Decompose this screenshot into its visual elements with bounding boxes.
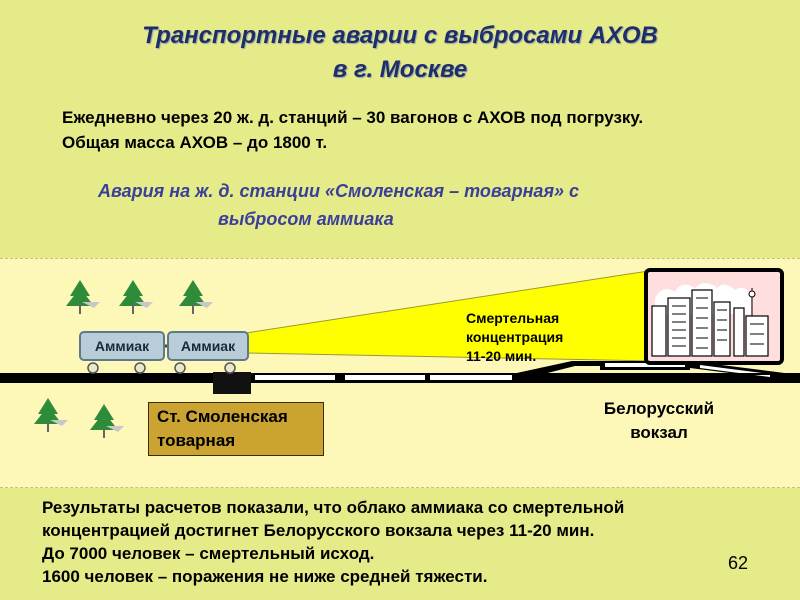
- results-line1: Результаты расчетов показали, что облако…: [42, 498, 625, 517]
- wheel-icon: [87, 362, 99, 374]
- deadly-line2: концентрация: [466, 329, 564, 345]
- scene-illustration: [0, 268, 800, 438]
- accident-line1: Авария на ж. д. станции «Смоленская – то…: [98, 181, 580, 201]
- deadly-concentration-label: Смертельная концентрация 11-20 мин.: [466, 309, 606, 366]
- wagon-ammonia-2: Аммиак: [167, 331, 249, 361]
- wheel-icon: [174, 362, 186, 374]
- station-label-line1: Ст. Смоленская: [157, 407, 288, 426]
- results-line4: 1600 человек – поражения не ниже средней…: [42, 567, 488, 586]
- destination-line1: Белорусский: [603, 399, 715, 418]
- slide-title-line2: в г. Москве: [332, 56, 468, 83]
- wagon-icon: [87, 344, 236, 374]
- tree-icon: [179, 280, 213, 314]
- intro-line2: Общая масса АХОВ – до 1800 т.: [62, 133, 328, 152]
- station-platform: [213, 372, 251, 394]
- intro-line1: Ежедневно через 20 ж. д. станций – 30 ва…: [62, 108, 644, 127]
- railway-track: [0, 361, 800, 383]
- tree-icon: [66, 280, 100, 314]
- tree-icon: [90, 404, 124, 438]
- accident-heading: Авария на ж. д. станции «Смоленская – то…: [98, 177, 718, 233]
- wagon-ammonia-1: Аммиак: [79, 331, 165, 361]
- tree-icon: [34, 398, 68, 432]
- destination-line2: вокзал: [630, 423, 688, 442]
- deadly-line1: Смертельная: [466, 310, 560, 326]
- tree-icon: [119, 280, 153, 314]
- wheel-icon: [224, 362, 236, 374]
- results-text: Результаты расчетов показали, что облако…: [42, 496, 742, 588]
- accident-line2: выбросом аммиака: [218, 209, 394, 229]
- wheel-icon: [134, 362, 146, 374]
- city-icon: [644, 268, 784, 365]
- results-line2: концентрацией достигнет Белорусского вок…: [42, 521, 595, 540]
- station-label: Ст. Смоленская товарная: [148, 402, 324, 456]
- deadly-line3: 11-20 мин.: [466, 348, 537, 364]
- results-line3: До 7000 человек – смертельный исход.: [42, 544, 375, 563]
- destination-label: Белорусский вокзал: [600, 397, 718, 445]
- page-number: 62: [728, 553, 749, 573]
- slide-title-line1: Транспортные аварии с выбросами АХОВ: [142, 22, 658, 49]
- station-label-line2: товарная: [157, 431, 236, 450]
